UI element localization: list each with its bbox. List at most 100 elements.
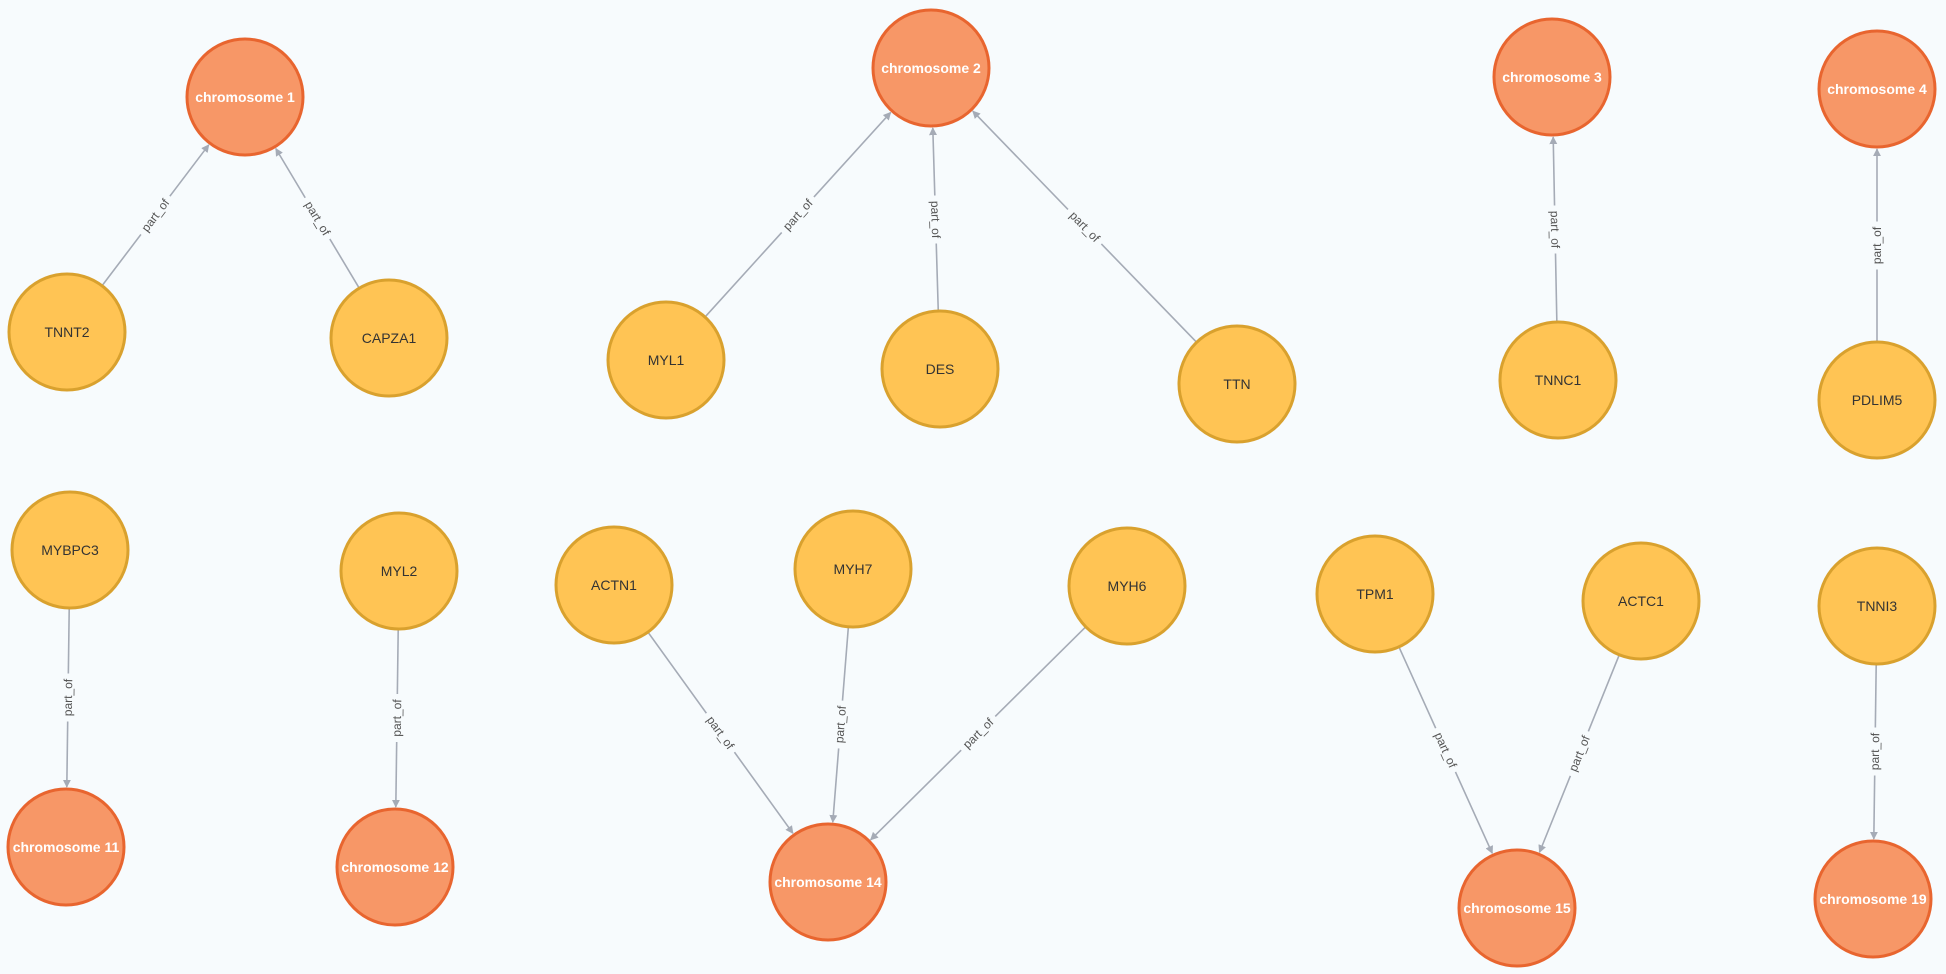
- node-tnnt2[interactable]: TNNT2: [7, 272, 127, 392]
- node-label: ACTN1: [591, 577, 637, 593]
- edge-label: part_of: [832, 705, 849, 744]
- node-label: DES: [926, 361, 955, 377]
- edge-DES-chr2[interactable]: part_of: [926, 127, 945, 312]
- edge-label-background: [1869, 221, 1885, 270]
- node-chr4[interactable]: chromosome 4: [1817, 29, 1937, 149]
- node-label: chromosome 15: [1463, 900, 1571, 916]
- node-tnnc1[interactable]: TNNC1: [1498, 320, 1618, 440]
- chromosome-node-circle[interactable]: [1457, 848, 1577, 968]
- gene-node-circle[interactable]: [1817, 546, 1937, 666]
- edge-TNNI3-chr19[interactable]: part_of: [1866, 663, 1884, 840]
- edge-label-background: [1062, 203, 1108, 250]
- node-mybpc3[interactable]: MYBPC3: [10, 490, 130, 610]
- gene-node-circle[interactable]: [1067, 526, 1187, 646]
- node-des[interactable]: DES: [880, 309, 1000, 429]
- gene-node-circle[interactable]: [10, 490, 130, 610]
- chromosome-node-circle[interactable]: [1492, 17, 1612, 137]
- edge-TTN-chr2[interactable]: part_of: [972, 110, 1198, 343]
- node-tpm1[interactable]: TPM1: [1315, 534, 1435, 654]
- gene-node-circle[interactable]: [1817, 340, 1937, 460]
- gene-node-circle[interactable]: [1581, 541, 1701, 661]
- edge-label-background: [1428, 724, 1463, 776]
- chromosome-node-circle[interactable]: [6, 787, 126, 907]
- node-label: TTN: [1223, 376, 1250, 392]
- node-label: TNNT2: [44, 324, 89, 340]
- edge-label: part_of: [1566, 733, 1593, 774]
- edge-MYBPC3-chr11[interactable]: part_of: [59, 607, 77, 788]
- edges-layer: part_of part_of part_of part_of part_of part_…: [59, 110, 1885, 855]
- node-chr15[interactable]: chromosome 15: [1457, 848, 1577, 968]
- edge-MYL2-chr12[interactable]: part_of: [388, 628, 406, 808]
- gene-node-circle[interactable]: [1177, 324, 1297, 444]
- gene-node-circle[interactable]: [1315, 534, 1435, 654]
- edge-label: part_of: [1548, 211, 1563, 249]
- edge-label-background: [1562, 728, 1596, 779]
- chromosome-node-circle[interactable]: [871, 8, 991, 128]
- node-label: chromosome 4: [1827, 81, 1927, 97]
- nodes-layer: chromosome 1 chromosome 2 chromosome 3 chro…: [6, 8, 1937, 968]
- node-label: MYH7: [834, 561, 873, 577]
- gene-node-circle[interactable]: [880, 309, 1000, 429]
- edge-label: part_of: [1870, 226, 1884, 264]
- node-label: MYH6: [1108, 578, 1147, 594]
- edge-MYH6-chr14[interactable]: part_of: [870, 626, 1087, 841]
- node-pdlim5[interactable]: PDLIM5: [1817, 340, 1937, 460]
- node-chr2[interactable]: chromosome 2: [871, 8, 991, 128]
- edge-label: part_of: [1868, 732, 1883, 770]
- node-chr1[interactable]: chromosome 1: [185, 37, 305, 157]
- edge-label-background: [388, 693, 406, 743]
- node-chr3[interactable]: chromosome 3: [1492, 17, 1612, 137]
- node-label: MYL2: [381, 563, 418, 579]
- edge-label-background: [134, 191, 177, 240]
- node-actn1[interactable]: ACTN1: [554, 525, 674, 645]
- node-capza1[interactable]: CAPZA1: [329, 278, 449, 398]
- edge-label: part_of: [139, 196, 173, 235]
- edge-ACTC1-chr15[interactable]: part_of: [1538, 654, 1621, 854]
- edge-label: part_of: [61, 678, 76, 716]
- edge-CAPZA1-chr1[interactable]: part_of: [275, 147, 360, 289]
- chromosome-node-circle[interactable]: [335, 807, 455, 927]
- node-label: chromosome 11: [13, 839, 120, 855]
- node-myh6[interactable]: MYH6: [1067, 526, 1187, 646]
- node-ttn[interactable]: TTN: [1177, 324, 1297, 444]
- edge-TNNC1-chr3[interactable]: part_of: [1546, 136, 1564, 323]
- gene-node-circle[interactable]: [339, 511, 459, 631]
- node-myl1[interactable]: MYL1: [606, 300, 726, 420]
- node-chr14[interactable]: chromosome 14: [768, 822, 888, 942]
- edge-label-background: [298, 193, 337, 244]
- node-chr12[interactable]: chromosome 12: [335, 807, 455, 927]
- edge-MYL1-chr2[interactable]: part_of: [704, 111, 892, 318]
- edge-TNNT2-chr1[interactable]: part_of: [101, 144, 210, 287]
- gene-node-circle[interactable]: [1498, 320, 1618, 440]
- edge-MYH7-chr14[interactable]: part_of: [829, 626, 851, 823]
- edge-label-background: [775, 191, 820, 238]
- edge-label-background: [1546, 205, 1564, 254]
- chromosome-node-circle[interactable]: [1813, 839, 1933, 959]
- edge-label: part_of: [928, 201, 943, 239]
- edge-label-background: [59, 673, 77, 722]
- node-tnni3[interactable]: TNNI3: [1817, 546, 1937, 666]
- edge-label-background: [1866, 727, 1884, 776]
- node-label: TNNI3: [1857, 598, 1898, 614]
- gene-node-circle[interactable]: [793, 509, 913, 629]
- gene-node-circle[interactable]: [606, 300, 726, 420]
- chromosome-node-circle[interactable]: [768, 822, 888, 942]
- node-actc1[interactable]: ACTC1: [1581, 541, 1701, 661]
- edge-TPM1-chr15[interactable]: part_of: [1398, 646, 1494, 855]
- node-chr19[interactable]: chromosome 19: [1813, 839, 1933, 959]
- gene-node-circle[interactable]: [554, 525, 674, 645]
- node-label: ACTC1: [1618, 593, 1664, 609]
- chromosome-node-circle[interactable]: [185, 37, 305, 157]
- node-label: chromosome 1: [195, 89, 295, 105]
- edge-PDLIM5-chr4[interactable]: part_of: [1869, 148, 1885, 342]
- edge-ACTN1-chr14[interactable]: part_of: [647, 631, 794, 834]
- gene-node-circle[interactable]: [7, 272, 127, 392]
- gene-node-circle[interactable]: [329, 278, 449, 398]
- chromosome-node-circle[interactable]: [1817, 29, 1937, 149]
- node-label: PDLIM5: [1852, 392, 1903, 408]
- edge-label: part_of: [1432, 730, 1460, 770]
- node-myl2[interactable]: MYL2: [339, 511, 459, 631]
- node-chr11[interactable]: chromosome 11: [6, 787, 126, 907]
- node-myh7[interactable]: MYH7: [793, 509, 913, 629]
